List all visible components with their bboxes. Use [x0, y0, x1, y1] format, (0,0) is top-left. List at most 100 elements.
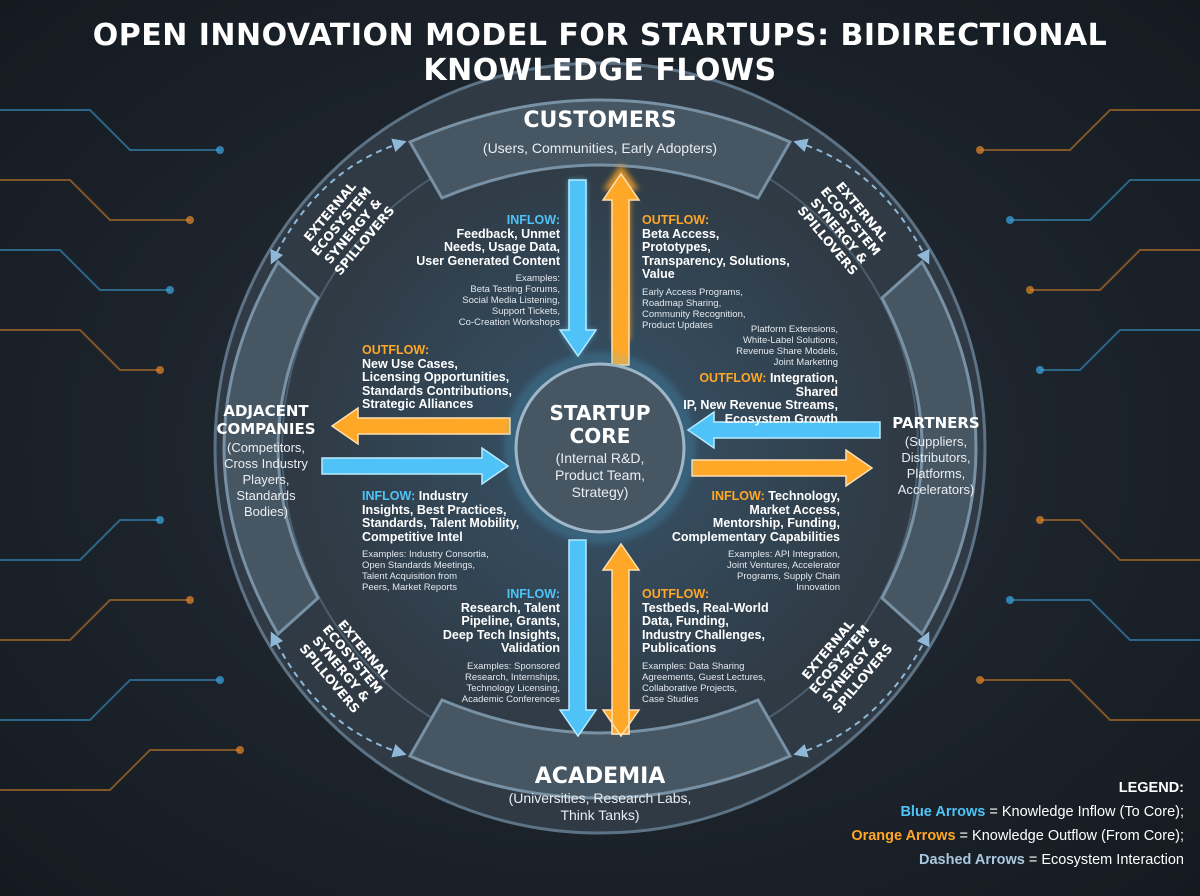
- flow-line: Strategic Alliances: [362, 397, 474, 411]
- example-line: Support Tickets,: [491, 306, 560, 317]
- legend-row-dashed: Dashed Arrows = Ecosystem Interaction: [851, 848, 1184, 872]
- dashed-arrow-top-left: [270, 138, 407, 265]
- arrow-academia-outflow: [601, 542, 641, 735]
- arrow-adjacent-inflow: [321, 446, 510, 486]
- flow-line: Publications: [642, 641, 717, 655]
- flow-line: Validation: [500, 641, 560, 655]
- arrow-adjacent-outflow: [330, 406, 511, 446]
- inflow-tag: INFLOW:: [711, 489, 765, 503]
- circuit-trace: [980, 109, 1200, 151]
- flow-line: User Generated Content: [416, 253, 560, 268]
- adjacent-title-line: ADJACENT: [223, 402, 309, 420]
- academia-panel: [407, 698, 793, 800]
- customers-subtitle: (Users, Communities, Early Adopters): [482, 140, 718, 156]
- partners-title: PARTNERS: [892, 414, 980, 432]
- partners-outflow-text: Platform Extensions, White-Label Solutio…: [670, 324, 838, 426]
- circuit-node: [216, 146, 224, 154]
- example-line: Roadmap Sharing,: [642, 297, 722, 309]
- example-line: Collaborative Projects,: [642, 682, 738, 694]
- circuit-node: [186, 596, 194, 604]
- circuit-node: [156, 366, 164, 374]
- adjacent-sub-line: Cross Industry: [224, 456, 308, 471]
- adjacent-sub-line: Standards: [236, 488, 296, 503]
- example-line: Open Standards Meetings,: [362, 560, 476, 571]
- outflow-tag: OUTFLOW:: [362, 343, 430, 357]
- circuit-node: [1026, 286, 1034, 294]
- legend-orange-desc: = Knowledge Outflow (From Core);: [955, 828, 1184, 844]
- legend-blue-desc: = Knowledge Inflow (To Core);: [985, 804, 1184, 820]
- adjacent-sub-line: (Competitors,: [226, 440, 306, 455]
- circuit-trace: [0, 109, 220, 151]
- legend-row-orange: Orange Arrows = Knowledge Outflow (From …: [851, 824, 1184, 848]
- core-subtitle: (Internal R&D, Product Team, Strategy): [520, 450, 680, 501]
- adjacent-sub-line: Players,: [242, 472, 290, 487]
- flow-line: Insights, Best Practices,: [362, 502, 507, 517]
- flow-line: Market Access,: [749, 502, 840, 517]
- page-title: OPEN INNOVATION MODEL FOR STARTUPS: BIDI…: [92, 18, 1108, 88]
- circuit-trace: [1040, 329, 1200, 371]
- circuit-trace: [0, 249, 170, 291]
- partners-subtitle: (Suppliers, Distributors, Platforms, Acc…: [876, 434, 996, 498]
- flow-line: Pipeline, Grants,: [461, 614, 560, 628]
- example-line: Early Access Programs,: [642, 286, 743, 298]
- circuit-trace: [0, 599, 190, 641]
- example-line: Revenue Share Models,: [736, 346, 838, 357]
- core-sub-line: Product Team,: [554, 467, 645, 483]
- core-title-line1: STARTUP: [549, 401, 651, 425]
- customers-inflow-text: INFLOW: Feedback, Unmet Needs, Usage Dat…: [410, 213, 560, 328]
- flow-line: Data, Funding,: [642, 614, 729, 628]
- example-line: Agreements, Guest Lectures,: [642, 671, 766, 683]
- circuit-node: [976, 676, 984, 684]
- core-sub-line: Strategy): [571, 484, 629, 500]
- circuit-trace: [1040, 519, 1200, 561]
- example-line: Joint Ventures, Accelerator: [726, 560, 840, 571]
- example-line: Beta Testing Forums,: [470, 284, 560, 295]
- flow-line: IP, New Revenue Streams,: [683, 398, 838, 412]
- circuit-trace: [1010, 179, 1200, 221]
- arrow-customers-inflow: [558, 179, 598, 358]
- example-line: Examples: Industry Consortia,: [362, 549, 489, 560]
- adjacent-outflow-text: OUTFLOW: New Use Cases, Licensing Opport…: [362, 343, 532, 412]
- partners-inflow-text: INFLOW: Technology, Market Access, Mento…: [670, 489, 840, 593]
- flow-line: Research, Talent: [460, 600, 560, 615]
- dashed-arrow-bottom-left: [270, 631, 407, 758]
- flow-line: Competitive Intel: [362, 529, 463, 544]
- core-title-line2: CORE: [569, 424, 631, 448]
- outflow-tag: OUTFLOW:: [699, 371, 767, 385]
- circuit-node: [236, 746, 244, 754]
- inflow-tag: INFLOW:: [506, 587, 560, 601]
- legend-title: LEGEND:: [1118, 780, 1184, 796]
- circuit-trace: [0, 179, 190, 221]
- example-line: Examples: Sponsored: [467, 660, 560, 672]
- dashed-arrow-top-right: [793, 138, 930, 265]
- circuit-node: [186, 216, 194, 224]
- example-line: Product Updates: [642, 319, 713, 331]
- flow-line: Transparency, Solutions,: [642, 253, 790, 268]
- example-line: Co-Creation Workshops: [458, 317, 560, 328]
- flow-line: Ecosystem Growth: [724, 411, 838, 426]
- arrow-partners-inflow: [686, 410, 881, 450]
- adjacent-title-line: COMPANIES: [216, 420, 316, 438]
- dashed-arrow-bottom-right: [793, 631, 930, 758]
- adjacent-title: ADJACENT COMPANIES: [206, 402, 326, 438]
- flow-line: Industry: [418, 489, 469, 503]
- circuit-trace: [0, 329, 160, 371]
- example-line: Programs, Supply Chain: [737, 571, 840, 582]
- circuit-node: [1036, 516, 1044, 524]
- academia-sub-line: (Universities, Research Labs,: [508, 790, 692, 806]
- core-title: STARTUP CORE: [520, 402, 680, 448]
- circuit-trace: [0, 519, 160, 561]
- example-line: Examples: Data Sharing: [642, 660, 745, 672]
- inflow-tag: INFLOW:: [506, 213, 560, 227]
- example-line: Talent Acquisition from: [362, 571, 458, 582]
- flow-line: Mentorship, Funding,: [712, 516, 840, 530]
- partners-sub-line: Distributors,: [901, 450, 971, 465]
- circuit-node: [1036, 366, 1044, 374]
- circuit-node: [1006, 596, 1014, 604]
- example-line: Academic Conferences: [461, 693, 560, 705]
- circuit-node: [216, 676, 224, 684]
- outflow-tag: OUTFLOW:: [642, 587, 710, 601]
- customers-title: CUSTOMERS: [523, 108, 677, 133]
- flow-line: Integration, Shared: [769, 371, 838, 399]
